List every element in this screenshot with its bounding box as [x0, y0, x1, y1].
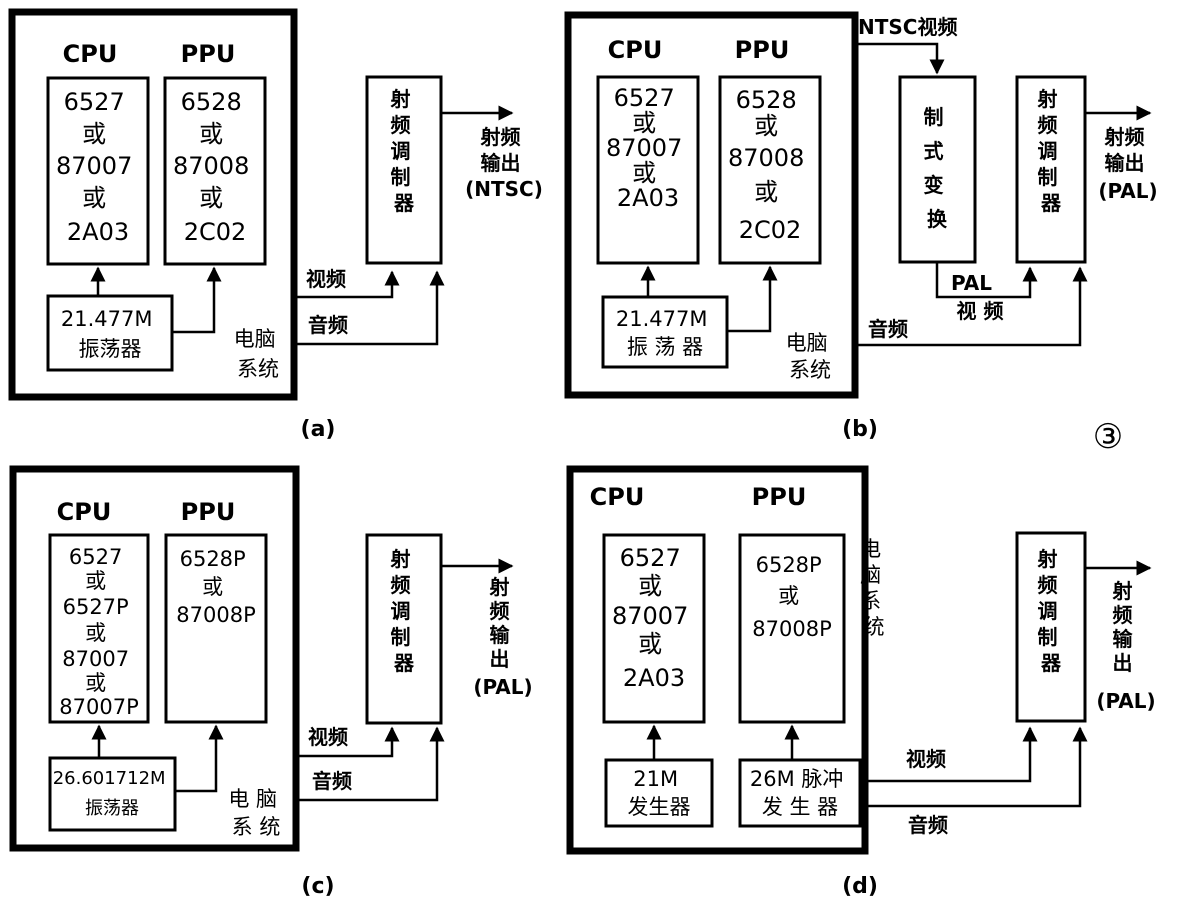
system-label: 电 脑 系 统 [860, 537, 888, 639]
rf-modulator-block [365, 75, 443, 265]
connector-lines [646, 560, 1152, 808]
ppu-generator-label: 26M 脉冲 发 生 器 [750, 767, 850, 819]
cpu-generator-label: 21M 发生器 [628, 767, 691, 819]
audio-label: 音频 [908, 813, 948, 837]
system-box [8, 8, 298, 401]
oscillator-label: 21.477M 振 荡 器 [616, 307, 714, 359]
figure-number: ③ [1093, 417, 1123, 457]
rf-modulator-label: 射 频 调 制 器 [390, 87, 418, 215]
ppu-block [738, 533, 846, 724]
ppu-header: PPU [735, 36, 790, 64]
cpu-header: CPU [63, 40, 118, 68]
video-label: 视频 [906, 747, 946, 771]
video-label: 视频 [306, 267, 346, 291]
ppu-block [164, 533, 268, 724]
ppu-block [718, 75, 822, 265]
audio-label: 音频 [312, 769, 352, 793]
ntsc-video-label: NTSC视频 [858, 15, 957, 39]
cpu-chip-list: 6527 或 87007 或 2A03 [606, 84, 690, 212]
rf-output-label: 射 频 输 出 (PAL) [473, 575, 532, 699]
cpu-block [596, 75, 700, 265]
audio-label: 音频 [308, 313, 348, 337]
oscillator-block [48, 756, 177, 832]
figure-number-badge: ③ [1093, 417, 1123, 457]
panel-b: CPU PPU 6527 或 87007 或 2A03 6528 或 87008… [564, 11, 1158, 442]
rf-modulator-block [1015, 531, 1087, 723]
cpu-header: CPU [57, 498, 112, 526]
connector-lines [90, 105, 514, 346]
ppu-header: PPU [181, 40, 236, 68]
rf-modulator-label: 射 频 调 制 器 [1037, 547, 1065, 675]
ppu-header: PPU [752, 483, 807, 511]
ppu-chip-list: 6528 或 87008 或 2C02 [728, 86, 812, 244]
cpu-chip-list: 6527 或 87007 或 2A03 [56, 88, 140, 246]
oscillator-label: 21.477M 振荡器 [61, 307, 159, 361]
ppu-chip-list: 6528P 或 87008P [176, 547, 255, 627]
system-label: 电脑 系统 [234, 327, 283, 381]
rf-output-label: 射频 输出 (NTSC) [465, 125, 543, 201]
oscillator-label: 26.601712M 振荡器 [53, 768, 172, 819]
system-box [9, 465, 300, 852]
format-converter-block [898, 75, 977, 264]
rf-output-label: 射 频 输 出 (PAL) [1096, 579, 1155, 713]
format-converter-label: 制 式 变 换 [924, 105, 951, 231]
ppu-generator-block [738, 758, 862, 828]
rf-modulator-block [1015, 75, 1087, 264]
cpu-chip-list: 6527 或 6527P 或 87007 或 87007P [59, 545, 138, 719]
panel-d: CPU PPU 6527 或 87007 或 2A03 6528P 或 8700… [566, 465, 1156, 899]
panel-caption: (a) [301, 417, 336, 442]
cpu-generator-block [604, 758, 714, 828]
connector-lines [91, 558, 514, 802]
panel-c: CPU PPU 6527 或 6527P 或 87007 或 87007P 65… [9, 465, 533, 899]
ppu-header: PPU [181, 498, 236, 526]
panel-caption: (c) [301, 874, 334, 899]
cpu-block [46, 76, 150, 266]
rf-modulator-block [365, 533, 443, 725]
system-label: 电 脑 系 统 [228, 787, 283, 839]
panel-caption: (b) [842, 417, 878, 442]
cpu-block [48, 533, 150, 724]
rf-output-label: 射频 输出 (PAL) [1098, 125, 1157, 203]
audio-label: 音频 [868, 317, 908, 341]
panel-a: CPU PPU 6527 或 87007 或 2A03 6528 或 87008… [8, 8, 543, 442]
cpu-header: CPU [590, 483, 645, 511]
rf-modulator-label: 射 频 调 制 器 [1037, 87, 1065, 215]
cpu-header: CPU [608, 36, 663, 64]
ppu-chip-list: 6528 或 87008 或 2C02 [173, 88, 257, 246]
system-label: 电脑 系统 [786, 331, 835, 382]
system-box [566, 465, 869, 855]
ppu-block [163, 76, 267, 266]
connector-lines [640, 42, 1152, 347]
cpu-chip-list: 6527 或 87007 或 2A03 [612, 544, 696, 692]
panel-caption: (d) [842, 874, 878, 899]
cpu-block [602, 533, 706, 724]
ppu-chip-list: 6528P 或 87008P [752, 553, 831, 641]
pal-video-label: PAL 视 频 [951, 271, 1003, 323]
video-label: 视频 [308, 725, 348, 749]
system-box [564, 11, 859, 399]
rf-modulator-label: 射 频 调 制 器 [390, 547, 418, 675]
